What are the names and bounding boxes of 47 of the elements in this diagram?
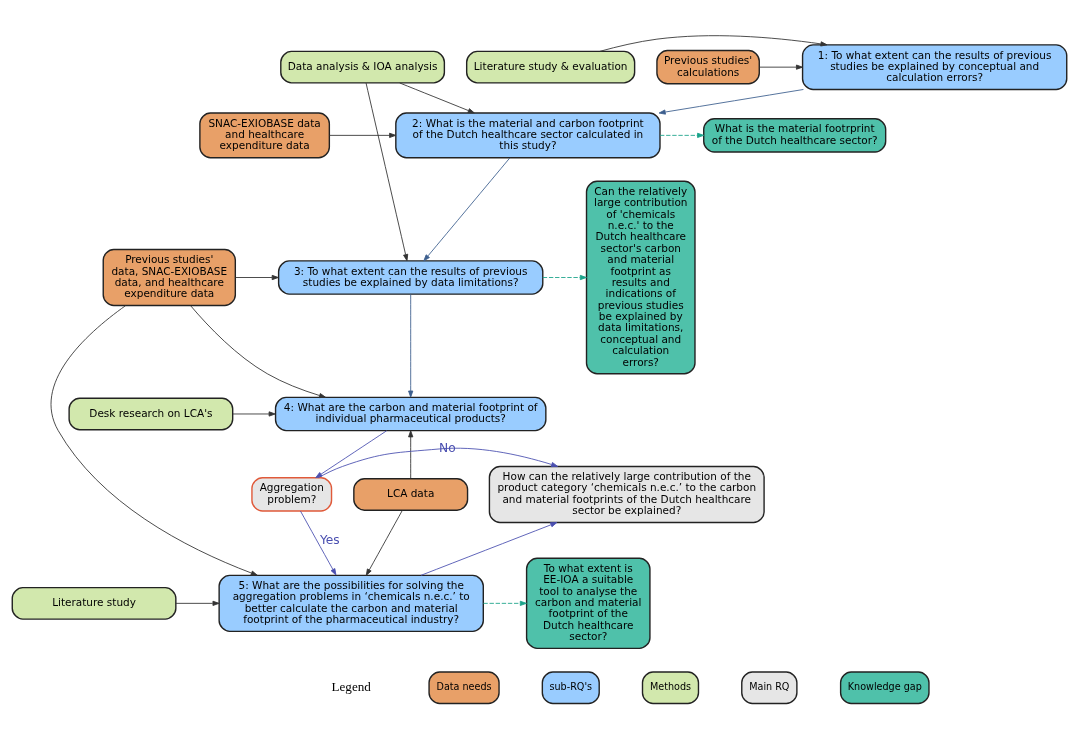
legend-label: Data needs [436, 680, 492, 692]
node-box: What is the material footrprint of the Dutch healthcare sector? [703, 117, 887, 153]
arrow [658, 88, 804, 115]
edge-label: Yes [319, 532, 340, 547]
label: Legend [331, 678, 371, 694]
node-box: Aggregation problem? [251, 476, 333, 512]
arrow [190, 304, 326, 398]
node-box: Previous studies' calculations [656, 49, 760, 84]
arrow [365, 82, 409, 261]
arrow [759, 64, 803, 70]
legend-label: Knowledge gap [847, 680, 922, 692]
arrow [235, 274, 279, 280]
node-box: 5: What are the possibilities for solving the aggregation problems in ‘chemicals n.e.c.’ to better calculate the carbon and material footprint of the pharmaceutical industry? [218, 574, 484, 632]
arrow [420, 521, 558, 576]
arrow [408, 429, 414, 479]
node-box: 2: What is the material and carbon footprint of the Dutch healthcare sector calculated in this study? [395, 111, 661, 158]
arrow [423, 156, 511, 261]
node-box: 3: To what extent can the results of previous studies be explained by data limitations? [277, 259, 544, 295]
arrow [542, 274, 587, 280]
legend-label: sub-RQ's [549, 680, 593, 692]
arrow [328, 132, 397, 138]
arrow [482, 600, 527, 606]
arrow [317, 447, 559, 478]
node-box: How can the relatively large contribution of the product category ‘chemicals n.e.c.’ to the carbon and material footprints of the Dutch healthcare sector be explained? [488, 465, 765, 523]
arrow [50, 304, 258, 576]
node-box: 4: What are the carbon and material footprint of individual pharmaceutical products? [274, 396, 547, 431]
legend-label: Methods [649, 680, 692, 692]
node-box: Data analysis & IOA analysis [280, 50, 446, 84]
arrow [175, 600, 220, 606]
arrow [300, 510, 337, 575]
arrow [399, 82, 475, 113]
arrow [315, 429, 388, 478]
node-box: LCA data [353, 477, 469, 511]
node-box: Previous studies' data, SNAC-EXIOBASE data, and healthcare expenditure data [102, 248, 236, 306]
arrow [659, 132, 705, 138]
node-box: Desk research on LCA's [68, 397, 234, 430]
arrow [599, 34, 828, 52]
node-box: SNAC-EXIOBASE data and healthcare expenditure data [199, 111, 331, 158]
legend-label: Main RQ [749, 680, 790, 692]
arrow [408, 293, 414, 398]
node-box: To what extent is EE-IOA a suitable tool to analyse the carbon and material footprint of the Dutch healthcare sector? [525, 557, 651, 649]
node-box: Can the relatively large contribution of 'chemicals n.e.c.' to the Dutch healthcare sector's carbon and material footprint as results and indications of previous studies be explained by data limitations, conceptual and calculation errors? [585, 180, 696, 374]
node-box: Literature study & evaluation [466, 50, 636, 84]
arrow [365, 509, 403, 576]
node-box: 1: To what extent can the results of previous studies be explained by conceptual and calculation errors? [801, 43, 1068, 90]
node-box: Literature study [11, 586, 177, 620]
arrow [232, 410, 276, 417]
